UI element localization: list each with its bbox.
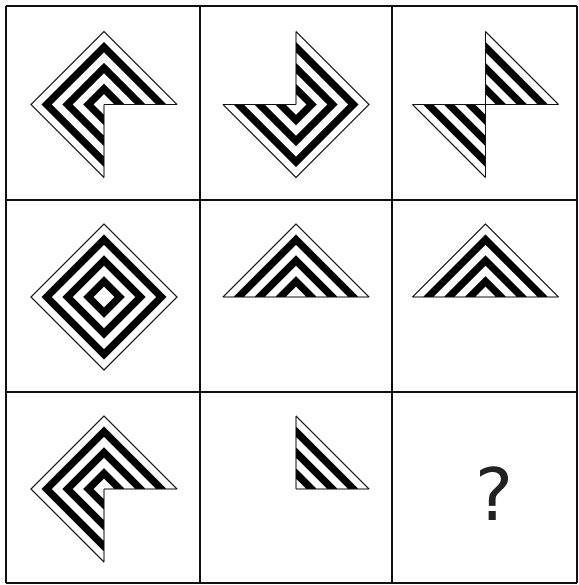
question-mark[interactable]: ? — [475, 453, 513, 537]
cell-r2c3 — [413, 224, 559, 370]
cell-r2c1 — [31, 224, 177, 370]
cell-r1c1 — [31, 32, 177, 178]
cell-r3c1 — [31, 416, 177, 562]
cell-r3c2 — [223, 416, 369, 562]
cell-r2c2 — [223, 224, 369, 370]
cell-r1c2 — [223, 32, 369, 178]
cell-r1c3 — [413, 32, 559, 178]
